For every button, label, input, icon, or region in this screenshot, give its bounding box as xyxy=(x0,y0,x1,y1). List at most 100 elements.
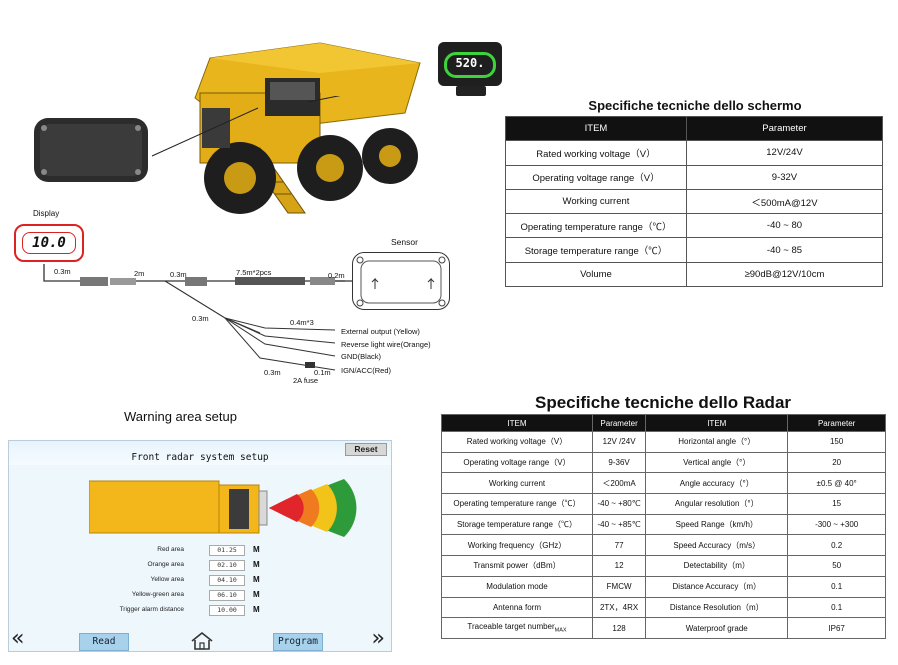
cell-parameter: 9-32V xyxy=(685,164,884,190)
read-button[interactable]: Read xyxy=(79,633,129,651)
setup-bottombar: « Read Program » xyxy=(9,627,391,651)
area-value-input[interactable]: 10.00 xyxy=(209,605,245,616)
screen-specs-table: ITEM Parameter Rated working voltage（V）1… xyxy=(505,115,884,288)
setup-heading: Front radar system setup xyxy=(131,452,269,463)
radar-specs-table: ITEM Parameter ITEM Parameter Rated work… xyxy=(441,414,886,639)
cell-item-text: Traceable target number xyxy=(467,622,555,632)
area-value-input[interactable]: 02.10 xyxy=(209,560,245,571)
area-row-red: Red area 01.25 M xyxy=(109,545,359,557)
sensor-unit-diagram xyxy=(352,252,450,310)
wire-fuse: 2A fuse xyxy=(293,376,319,385)
length-outputs: 0.4m*3 xyxy=(290,318,314,327)
sensor-outline xyxy=(356,256,446,307)
cell-parameter: 128 xyxy=(591,617,647,639)
area-value-input[interactable]: 04.10 xyxy=(209,575,245,586)
sensor-caption: Sensor xyxy=(391,237,418,247)
cell-item: Speed Accuracy（m/s） xyxy=(645,534,789,557)
cell-item: Operating voltage range（V） xyxy=(505,164,687,190)
display-unit-diagram: 10.0 xyxy=(14,224,84,262)
area-label: Trigger alarm distance xyxy=(119,606,184,613)
table-header-row: ITEM Parameter xyxy=(505,115,884,142)
next-page-icon[interactable]: » xyxy=(371,626,385,651)
screen-specs-title: Specifiche tecniche dello schermo xyxy=(588,98,802,113)
cell-parameter: 0.1 xyxy=(787,575,886,598)
cell-parameter: ±0.5 @ 40° xyxy=(787,472,886,495)
device-display-value: 520. xyxy=(455,56,485,70)
cell-parameter: 50 xyxy=(787,555,886,577)
zone-red-inner xyxy=(269,499,293,517)
cell-parameter: FMCW xyxy=(591,575,647,598)
wire-external-output: External output (Yellow) xyxy=(341,327,420,336)
cell-item: Vertical angle（°） xyxy=(645,451,789,474)
table-row: Volume≥90dB@12V/10cm xyxy=(505,261,884,288)
display-caption: Display xyxy=(33,209,60,218)
cell-parameter: 15 xyxy=(787,493,886,515)
area-value-input[interactable]: 06.10 xyxy=(209,590,245,601)
radar-sensor-image xyxy=(34,118,148,182)
length-sensor-lead: 0.2m xyxy=(328,271,345,280)
cell-parameter: -40 ~ 80 xyxy=(685,213,884,239)
display-value: 10.0 xyxy=(32,235,66,251)
table-row: Operating temperature range（℃）-40 ~ 80 xyxy=(505,213,884,239)
vehicle-with-zones-image xyxy=(89,479,357,537)
table-row: Rated working voltage（V）12V/24V xyxy=(505,140,884,166)
wiring-harness-diagram xyxy=(43,264,352,371)
cell-parameter: -40 ~ +85℃ xyxy=(591,513,647,536)
area-unit: M xyxy=(253,560,260,569)
column-header-item: ITEM xyxy=(441,414,593,432)
cell-item: Working current xyxy=(505,188,687,215)
area-unit: M xyxy=(253,545,260,554)
cell-item: Storage temperature range（℃） xyxy=(441,513,593,536)
home-icon[interactable] xyxy=(190,631,214,651)
cell-parameter: -40 ~ 85 xyxy=(685,237,884,263)
cell-item: Distance Accuracy（m） xyxy=(645,575,789,598)
area-row-orange: Orange area 02.10 M xyxy=(109,560,359,572)
reset-button[interactable]: Reset xyxy=(345,443,387,456)
cell-parameter: 12 xyxy=(591,555,647,577)
cell-item: Working frequency（GHz） xyxy=(441,534,593,557)
cell-parameter: 20 xyxy=(787,451,886,474)
area-value-input[interactable]: 01.25 xyxy=(209,545,245,556)
area-unit: M xyxy=(253,590,260,599)
cell-parameter: 0.2 xyxy=(787,534,886,557)
cell-parameter: IP67 xyxy=(787,617,886,639)
cell-item: Horizontal angle（°） xyxy=(645,431,789,453)
area-row-trigger-distance: Trigger alarm distance 10.00 M xyxy=(109,605,359,617)
cell-parameter: 9-36V xyxy=(591,451,647,474)
table-row: Storage temperature range（℃）-40 ~ 85 xyxy=(505,237,884,263)
area-row-yellow: Yellow area 04.10 M xyxy=(109,575,359,587)
previous-page-icon[interactable]: « xyxy=(11,626,25,651)
warning-area-title: Warning area setup xyxy=(124,409,237,424)
cell-parameter: 12V /24V xyxy=(591,431,647,453)
length-fuse-lead: 0.3m xyxy=(264,368,281,377)
display-screen: 10.0 xyxy=(22,232,76,254)
cell-item: Rated working voltage（V） xyxy=(505,140,687,166)
callout-lines xyxy=(151,96,341,157)
length-segment-2m: 2m xyxy=(134,269,145,278)
length-segment-03m: 0.3m xyxy=(170,270,187,279)
area-unit: M xyxy=(253,605,260,614)
table-row: Operating voltage range（V）9-32V xyxy=(505,164,884,190)
program-button[interactable]: Program xyxy=(273,633,323,651)
cell-item: Operating voltage range（V） xyxy=(441,451,593,474)
cell-item: Detectability（m） xyxy=(645,555,789,577)
table-row: Working current＜500mA@12V xyxy=(505,188,884,215)
cell-parameter: -40 ~ +80℃ xyxy=(591,493,647,515)
display-device-image: 520. xyxy=(438,42,522,100)
area-label: Orange area xyxy=(147,561,185,568)
cell-parameter: ＜500mA@12V xyxy=(685,188,884,215)
wire-gnd: GND(Black) xyxy=(341,352,382,361)
cell-item: Rated working voltage（V） xyxy=(441,431,593,453)
wire-reverse-light: Reverse light wire(Orange) xyxy=(341,340,431,349)
cell-item: Angle accuracy（°） xyxy=(645,472,789,495)
cell-parameter: 77 xyxy=(591,534,647,557)
area-label: Yellow area xyxy=(150,576,184,583)
